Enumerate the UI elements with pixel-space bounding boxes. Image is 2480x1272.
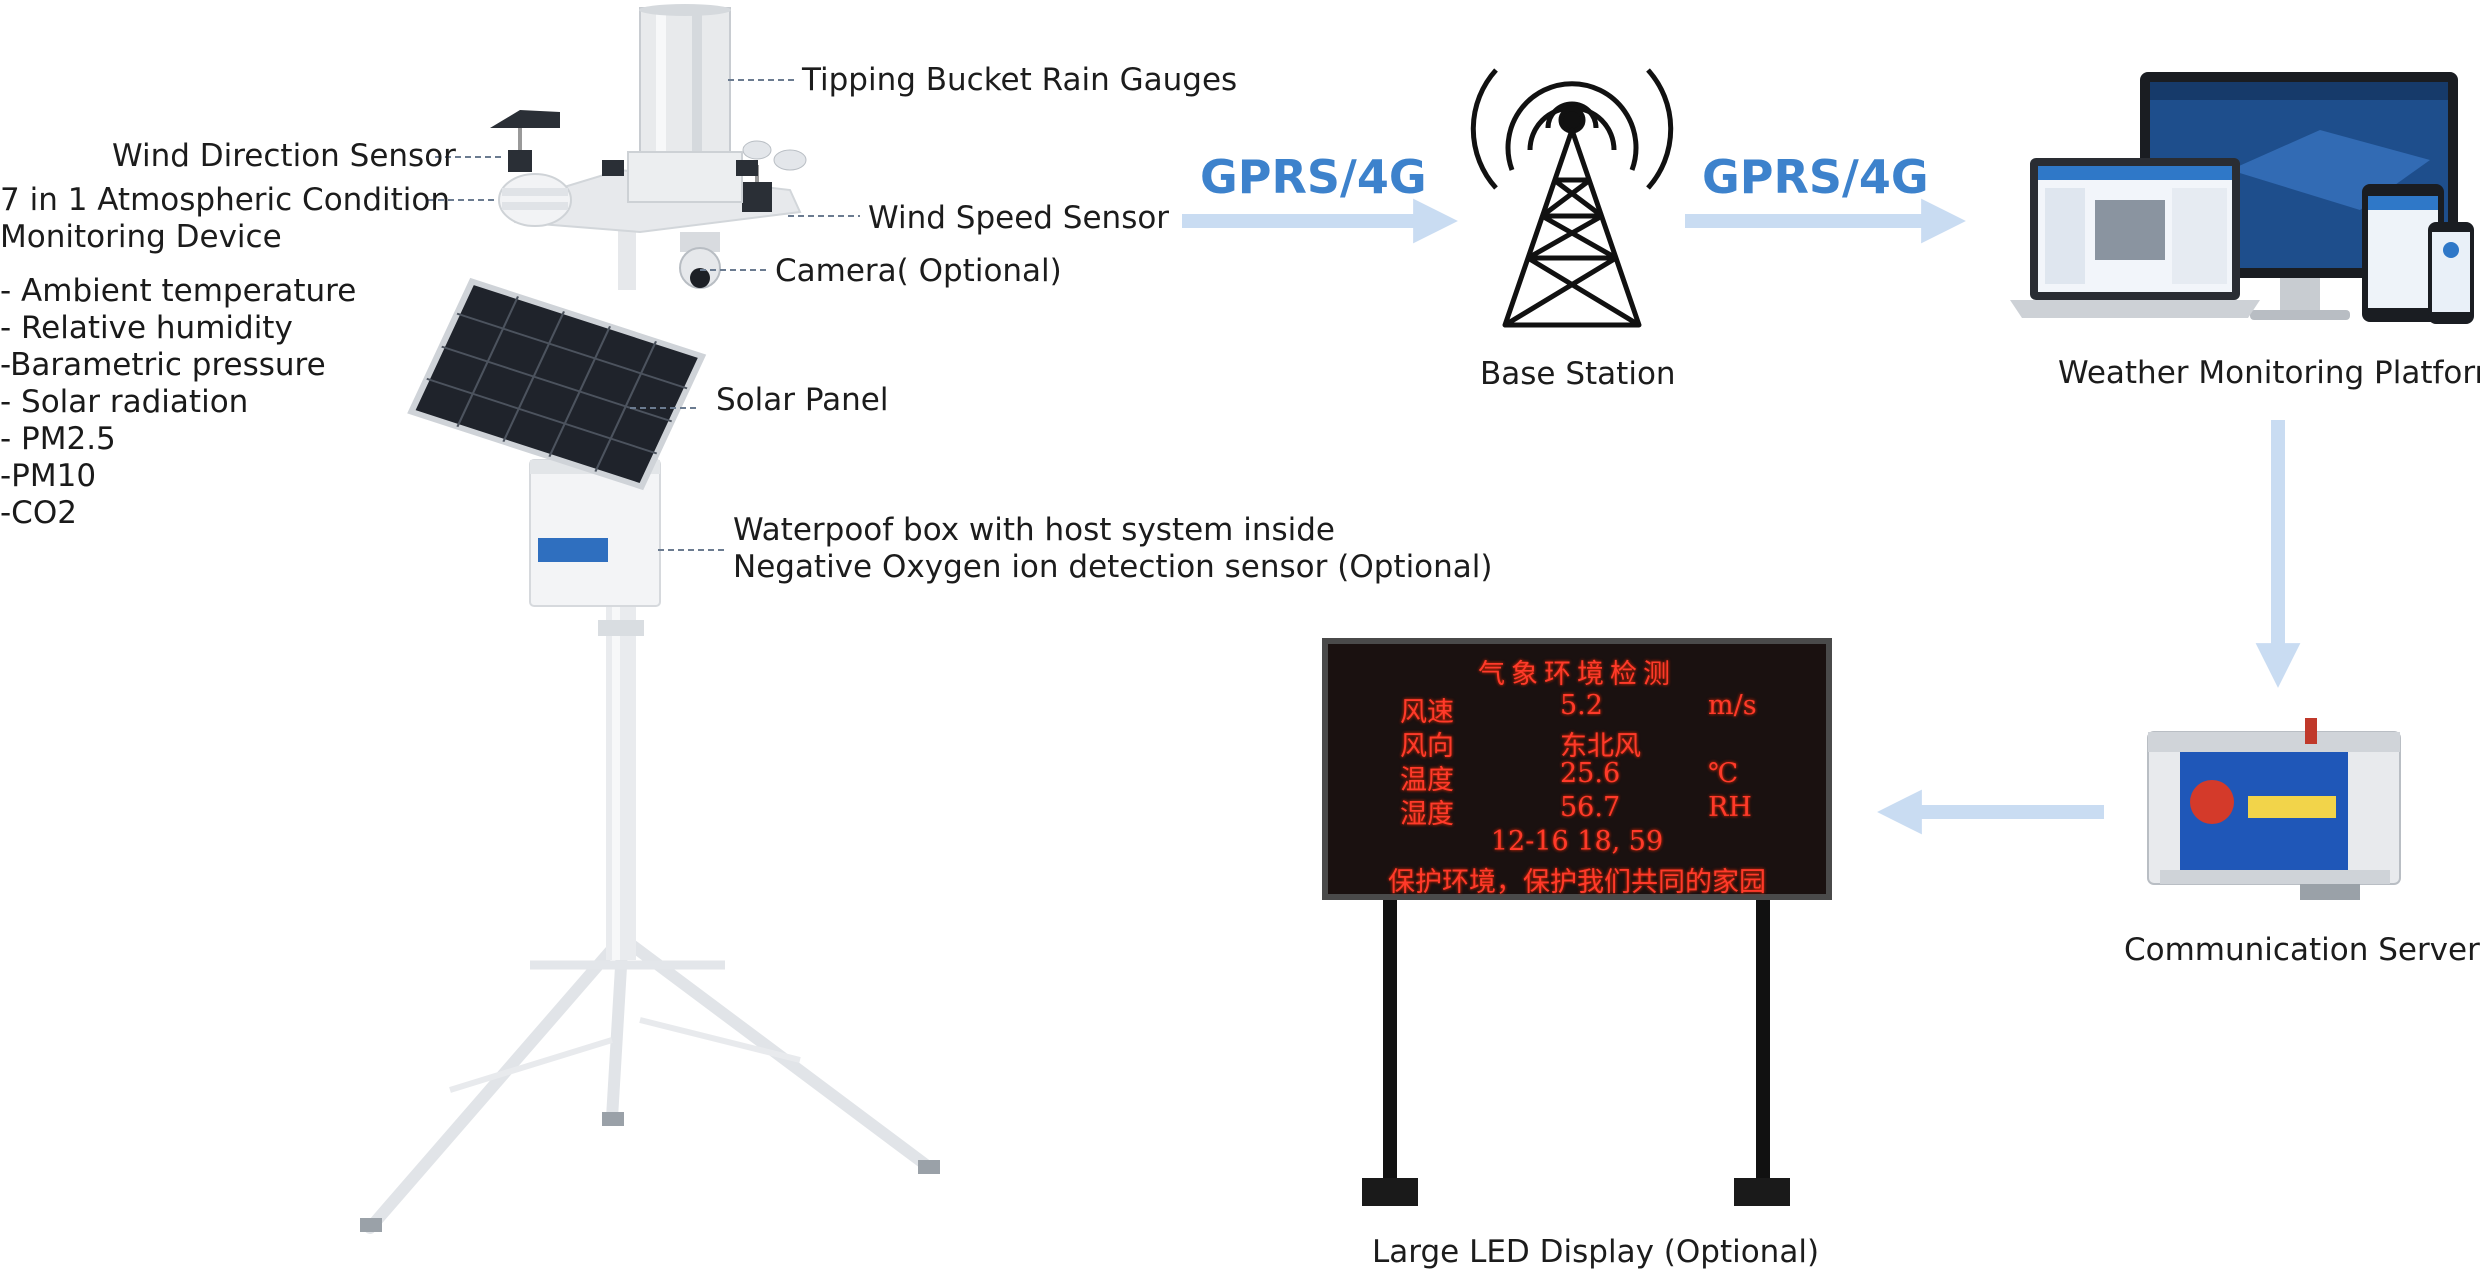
- wind-direction-label: Wind Direction Sensor: [112, 138, 456, 175]
- led-display-stand: [1362, 895, 1790, 1206]
- rain-gauge-label: Tipping Bucket Rain Gauges: [802, 62, 1237, 99]
- parameter-item: - Ambient temperature: [0, 273, 356, 310]
- led-row-value: 56.7: [1560, 792, 1620, 823]
- wind-speed-label: Wind Speed Sensor: [868, 200, 1169, 237]
- parameter-item: -Barametric pressure: [0, 347, 356, 384]
- parameter-item: -PM10: [0, 458, 356, 495]
- antenna-tower-icon: [1473, 70, 1670, 325]
- gprs-label-1: GPRS/4G: [1200, 150, 1427, 204]
- led-row-value: 25.6: [1560, 758, 1620, 789]
- waterproof-box-label-line2: Negative Oxygen ion detection sensor (Op…: [733, 549, 1493, 586]
- led-row-unit: RH: [1708, 792, 1752, 823]
- parameter-item: - Relative humidity: [0, 310, 356, 347]
- parameter-list: - Ambient temperature - Relative humidit…: [0, 273, 356, 532]
- atmos-device-label-line1: 7 in 1 Atmospheric Condition: [0, 182, 450, 219]
- led-row-value: 5.2: [1560, 690, 1603, 721]
- communication-server-illustration: [2148, 718, 2400, 900]
- base-station-label: Base Station: [1480, 356, 1676, 393]
- led-display-label: Large LED Display (Optional): [1372, 1234, 1819, 1271]
- parameter-item: - PM2.5: [0, 421, 356, 458]
- led-row-unit: m/s: [1708, 690, 1757, 721]
- led-slogan: 保护环境，保护我们共同的家园: [1328, 860, 1826, 899]
- solar-panel-label: Solar Panel: [716, 382, 888, 419]
- platform-label: Weather Monitoring Platform: [2058, 355, 2480, 392]
- devices-illustration: [2010, 72, 2474, 324]
- comm-server-label: Communication Server: [2124, 932, 2480, 969]
- atmos-device-label-line2: Monitoring Device: [0, 219, 282, 256]
- waterproof-box-label-line1: Waterpoof box with host system inside: [733, 512, 1335, 549]
- led-datetime: 12-16 18, 59: [1328, 826, 1826, 857]
- led-row-unit: ℃: [1708, 758, 1738, 789]
- gprs-label-2: GPRS/4G: [1702, 150, 1929, 204]
- parameter-item: -CO2: [0, 495, 356, 532]
- camera-label: Camera( Optional): [775, 253, 1062, 290]
- led-display-screen: 气象环境检测 风速 5.2 m/s 风向 东北风 温度 25.6 ℃ 湿度 56…: [1322, 638, 1832, 900]
- led-title: 气象环境检测: [1328, 652, 1826, 691]
- parameter-item: - Solar radiation: [0, 384, 356, 421]
